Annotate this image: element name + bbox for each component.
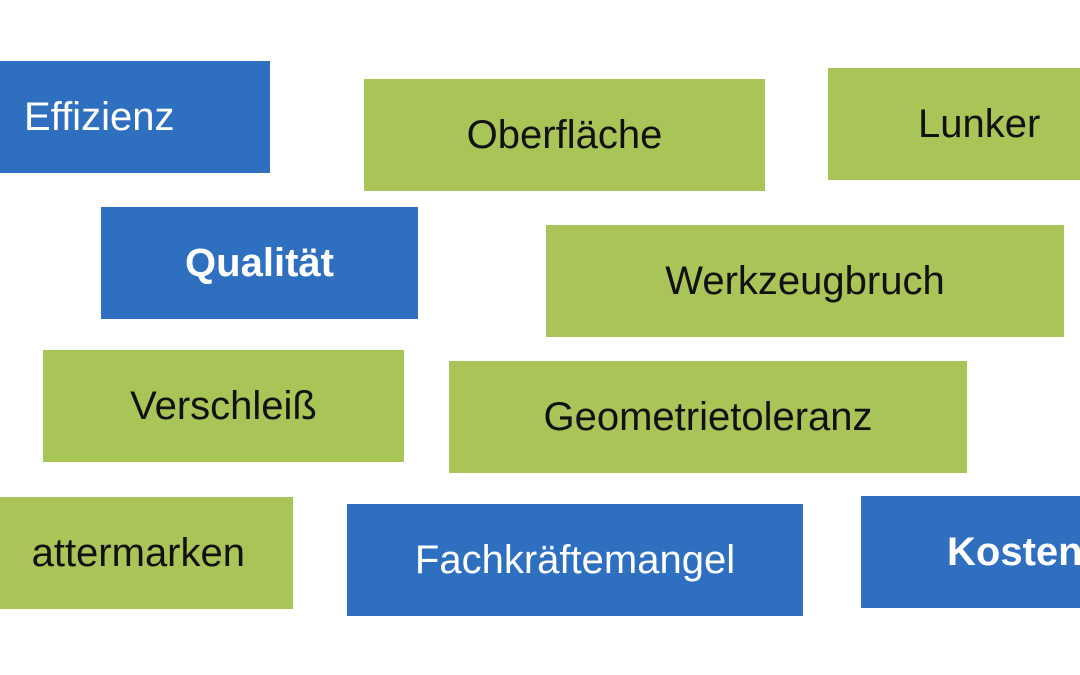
tile-label: Verschleiß <box>130 384 317 428</box>
tile-label: attermarken <box>31 531 245 575</box>
tile-fachkraeftemangel: Fachkräftemangel <box>347 504 803 616</box>
tile-qualitaet: Qualität <box>101 207 418 319</box>
tile-label: Lunker <box>918 102 1041 146</box>
tile-label: Kosten <box>947 530 1080 574</box>
tile-label: Werkzeugbruch <box>665 259 945 303</box>
tile-effizienz: Effizienz <box>0 61 270 173</box>
tile-label: Qualität <box>185 241 334 285</box>
tile-label: Fachkräftemangel <box>414 538 736 582</box>
tile-label: Geometrietoleranz <box>543 395 873 439</box>
tile-lunker: Lunker <box>828 68 1080 180</box>
tile-label: Oberfläche <box>466 113 663 157</box>
tile-verschleiss: Verschleiß <box>43 350 404 462</box>
tile-label: Effizienz <box>24 95 175 139</box>
tile-werkzeugbruch: Werkzeugbruch <box>546 225 1064 337</box>
tile-oberflaeche: Oberfläche <box>364 79 765 191</box>
tile-rattermarken: attermarken <box>0 497 293 609</box>
tile-geometrietoleranz: Geometrietoleranz <box>449 361 967 473</box>
tile-kosten: Kosten <box>861 496 1080 608</box>
